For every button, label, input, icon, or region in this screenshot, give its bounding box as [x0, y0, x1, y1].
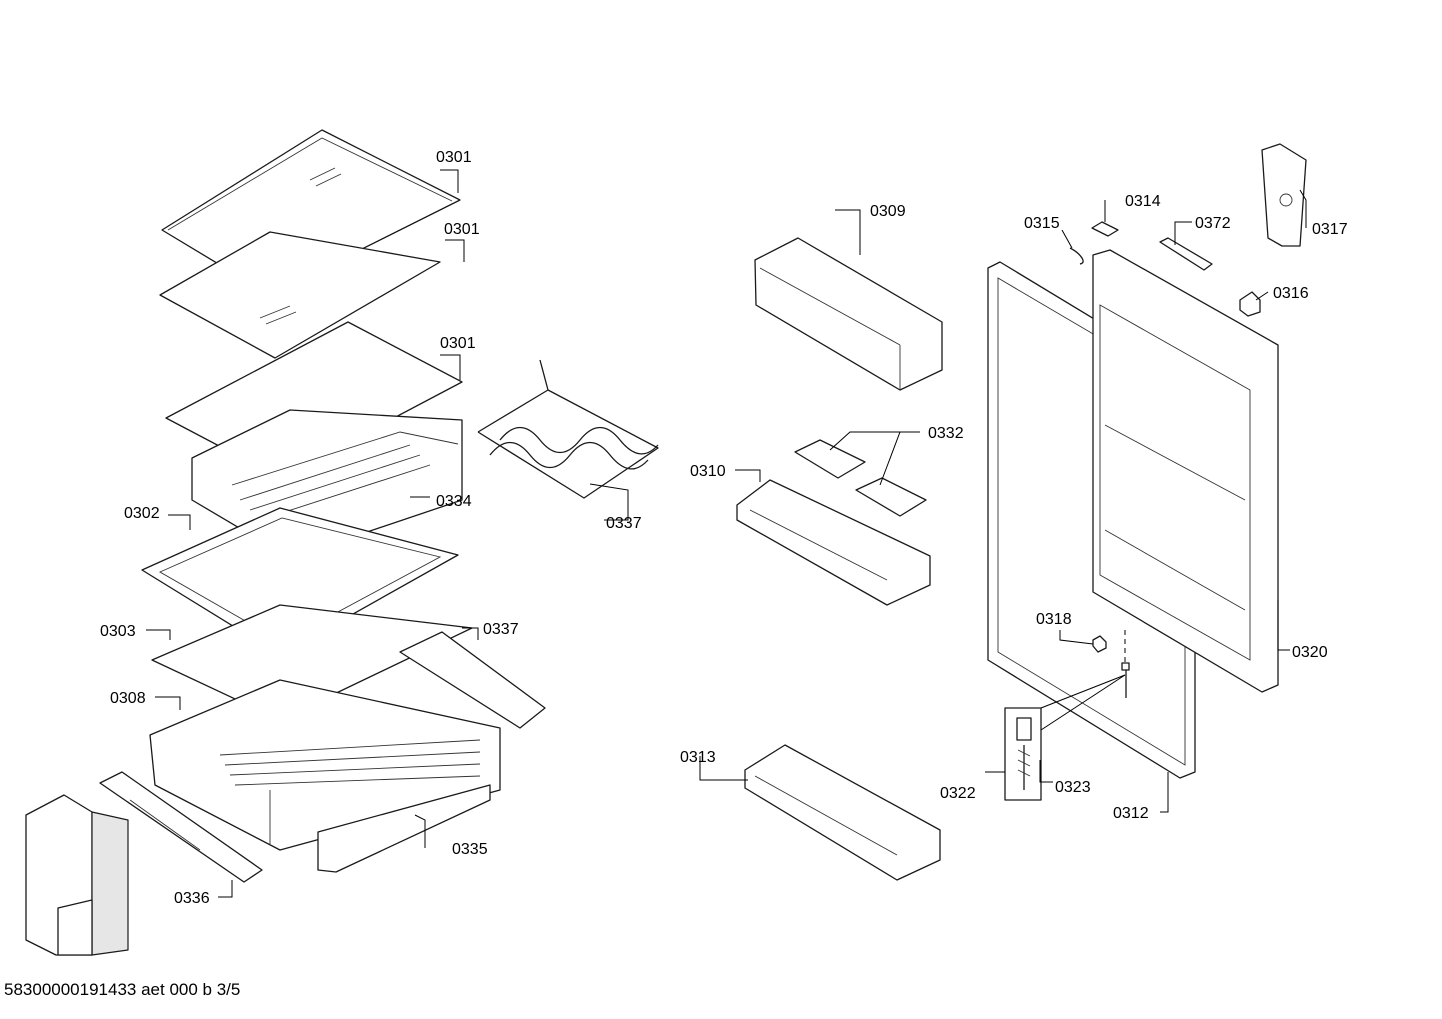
- label-door-bin-top: 0309: [870, 203, 906, 220]
- label-door-gasket: 0312: [1113, 805, 1149, 822]
- label-shelf-second: 0301: [444, 221, 480, 238]
- label-shelf-third: 0301: [440, 335, 476, 352]
- drawer-front: [317, 784, 491, 873]
- door-bin-top: [754, 237, 943, 391]
- label-plug: 0318: [1036, 611, 1072, 628]
- cover-strip: [1159, 237, 1213, 271]
- rail-right: [399, 631, 546, 729]
- label-cover-right: 0316: [1273, 285, 1309, 302]
- cover-right: [1239, 291, 1261, 317]
- label-slide-rail: 0336: [174, 890, 210, 907]
- slide-rail: [99, 771, 263, 883]
- label-shelf-top: 0301: [436, 149, 472, 166]
- label-door-bin-middle: 0310: [690, 463, 726, 480]
- label-cover-plate: 0303: [100, 623, 136, 640]
- glass-shelf-second: [159, 231, 441, 359]
- egg-tray-left: [794, 439, 866, 479]
- crisper-drawer: [149, 679, 501, 851]
- label-door-panel: 0320: [1292, 644, 1328, 661]
- label-cover-strip: 0372: [1195, 215, 1231, 232]
- label-frame-shelf: 0302: [124, 505, 160, 522]
- screw-small: [1121, 662, 1130, 698]
- filter-cassette: [25, 794, 129, 956]
- door-bin-middle: [736, 479, 931, 606]
- label-screw: 0323: [1055, 779, 1091, 796]
- hinge-bracket: [1261, 143, 1307, 247]
- label-rail-right: 0337: [483, 621, 519, 638]
- fixing-set-box: [1004, 707, 1042, 801]
- plug: [1092, 635, 1107, 653]
- document-footer-id: 58300000191433 aet 000 b 3/5: [4, 980, 241, 999]
- label-door-bin-bottom: 0313: [680, 749, 716, 766]
- wine-rack: [477, 359, 659, 499]
- door-bin-bottom: [744, 744, 941, 881]
- label-fixing-set: 0322: [940, 785, 976, 802]
- egg-tray-right: [855, 477, 927, 517]
- label-hinge-bracket: 0317: [1312, 221, 1348, 238]
- door-panel: [1092, 249, 1279, 693]
- label-wine-rack: 0337: [606, 515, 642, 532]
- spring-clip: [1069, 247, 1084, 265]
- hinge-cover-top: [1091, 221, 1119, 237]
- label-drawer-front: 0335: [452, 841, 488, 858]
- label-egg-tray: 0332: [928, 425, 964, 442]
- label-upper-drawer: 0334: [436, 493, 472, 510]
- label-crisper-drawer: 0308: [110, 690, 146, 707]
- label-hinge-cover-top: 0314: [1125, 193, 1161, 210]
- label-spring-clip: 0315: [1024, 215, 1060, 232]
